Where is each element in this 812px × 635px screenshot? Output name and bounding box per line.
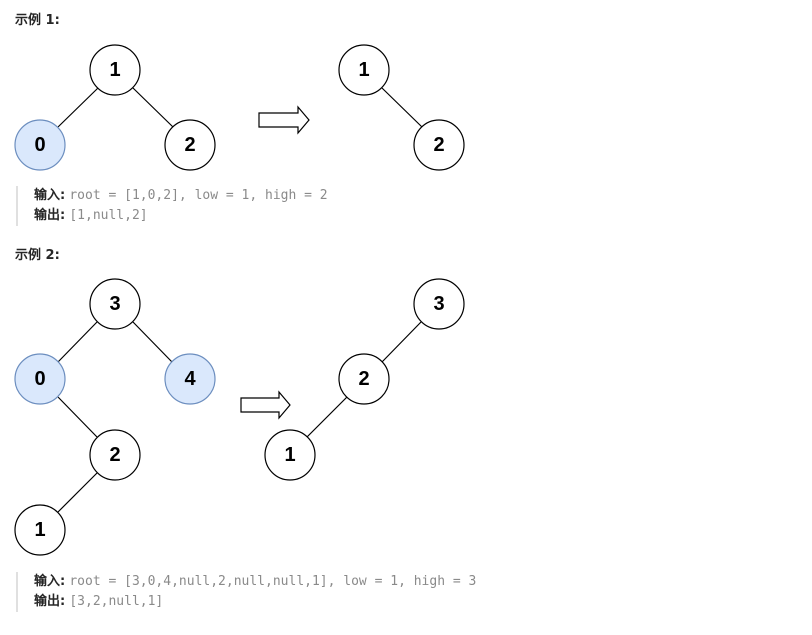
tree-node: 2	[413, 119, 465, 171]
edge-3-4	[132, 321, 173, 363]
tree-node: 3	[413, 278, 465, 330]
edge-1-2	[381, 87, 423, 128]
output-label: 输出:	[34, 208, 66, 223]
edge-3-2	[381, 321, 422, 363]
example-1-diagram: 1 0 2 1 2	[14, 44, 465, 171]
node-label: 1	[34, 519, 45, 541]
node-label: 1	[109, 59, 120, 81]
tree-node: 2	[89, 429, 141, 481]
example-1-io-block: 输入: root = [1,0,2], low = 1, high = 2 输出…	[16, 186, 328, 226]
node-label: 2	[184, 134, 195, 156]
example-2-io-block: 输入: root = [3,0,4,null,2,null,null,1], l…	[16, 572, 476, 612]
tree-node: 1	[89, 44, 141, 96]
node-label: 3	[109, 293, 120, 315]
output-value: [1,null,2]	[69, 208, 148, 223]
transform-arrow-icon	[240, 390, 291, 420]
tree-node: 1	[338, 44, 390, 96]
tree-node-removed: 0	[14, 119, 66, 171]
node-label: 2	[109, 444, 120, 466]
example-2-heading: 示例 2:	[15, 248, 60, 263]
input-label: 输入:	[34, 574, 66, 589]
transform-arrow-icon	[258, 105, 310, 135]
tree-node: 2	[338, 353, 390, 405]
output-line: 输出: [3,2,null,1]	[34, 592, 476, 612]
node-label: 2	[433, 134, 444, 156]
input-line: 输入: root = [1,0,2], low = 1, high = 2	[34, 186, 328, 206]
node-label: 1	[358, 59, 369, 81]
node-label: 0	[34, 368, 45, 390]
node-label: 3	[433, 293, 444, 315]
input-value: root = [1,0,2], low = 1, high = 2	[69, 188, 328, 203]
output-line: 输出: [1,null,2]	[34, 206, 328, 226]
tree-node-removed: 0	[14, 353, 66, 405]
edge-1-2	[132, 87, 174, 128]
edge-3-0	[57, 321, 98, 363]
output-value: [3,2,null,1]	[69, 594, 164, 609]
input-label: 输入:	[34, 188, 66, 203]
edge-0-2	[57, 396, 98, 438]
tree-node: 1	[14, 504, 66, 556]
node-label: 0	[34, 134, 45, 156]
tree-node-removed: 4	[164, 353, 216, 405]
example-1-heading: 示例 1:	[15, 13, 60, 28]
output-label: 输出:	[34, 594, 66, 609]
input-line: 输入: root = [3,0,4,null,2,null,null,1], l…	[34, 572, 476, 592]
node-label: 4	[184, 368, 196, 390]
tree-node: 3	[89, 278, 141, 330]
example-2-diagram: 3 0 4 2 1 3 2 1	[14, 278, 465, 556]
edge-1-0	[57, 87, 99, 128]
node-label: 2	[358, 368, 369, 390]
edge-2-1	[306, 396, 348, 438]
edge-2-1	[57, 472, 98, 513]
input-value: root = [3,0,4,null,2,null,null,1], low =…	[69, 574, 477, 589]
tree-node: 2	[164, 119, 216, 171]
node-label: 1	[284, 444, 295, 466]
tree-node: 1	[264, 429, 316, 481]
